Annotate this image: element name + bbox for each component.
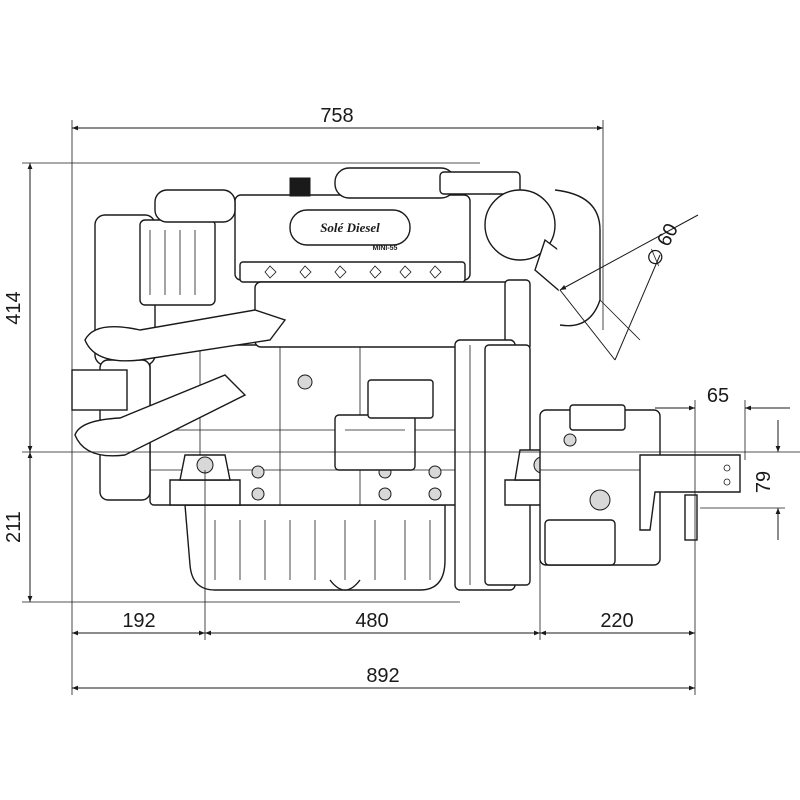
dim-text-211: 211	[3, 511, 25, 543]
dim-text-192: 192	[122, 610, 155, 632]
dim-line-diameter-a	[559, 214, 699, 291]
model-label: MINI-55	[373, 245, 398, 252]
dim-line-diameter-c	[614, 254, 661, 361]
dimension-lines	[27, 125, 790, 691]
brand-label: Solé Diesel	[320, 220, 380, 235]
dim-text-480: 480	[355, 610, 388, 632]
dim-text-892: 892	[366, 665, 399, 687]
dim-text-220: 220	[600, 610, 633, 632]
dim-text-diameter: ∅ 60	[642, 220, 683, 270]
dim-text-758: 758	[320, 105, 353, 127]
dim-text-79: 79	[753, 471, 775, 493]
dim-text-65: 65	[707, 385, 729, 407]
extension-lines	[22, 120, 800, 695]
engine-outline	[71, 167, 741, 591]
dim-text-414: 414	[3, 291, 25, 324]
dim-line-diameter-b	[559, 289, 616, 361]
